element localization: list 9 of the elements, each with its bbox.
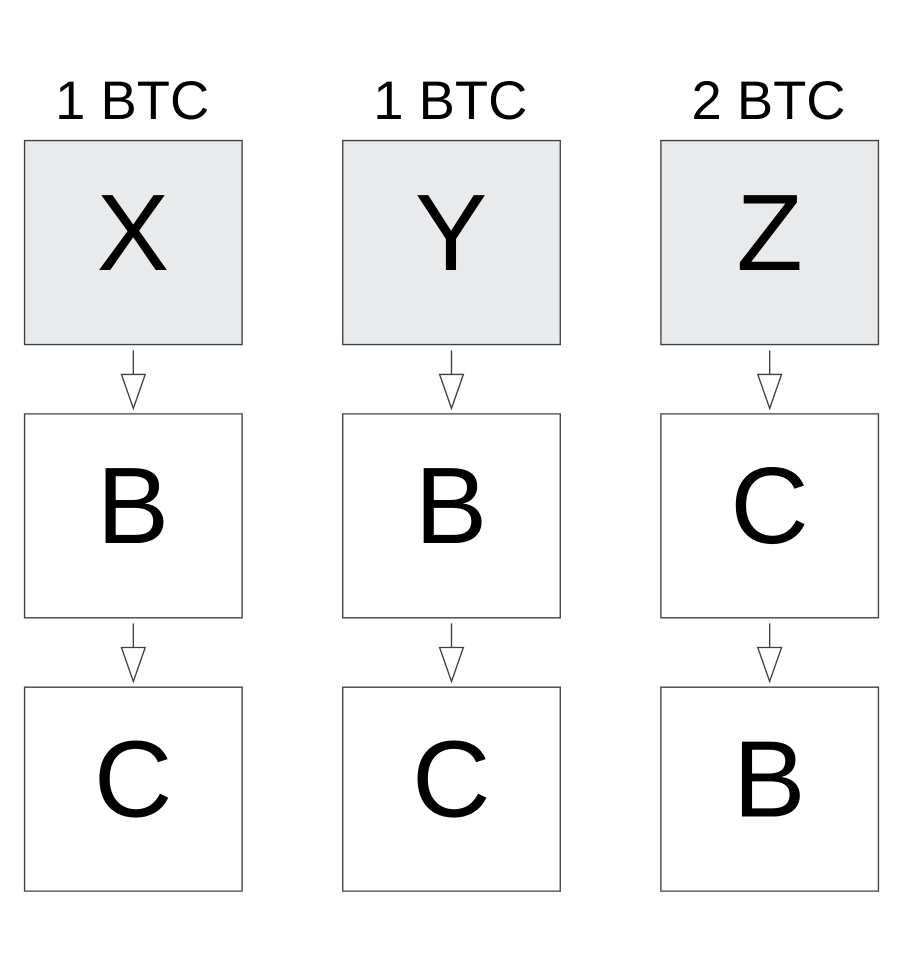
arrow [756,622,783,684]
node-label: 1 BTC [55,69,210,130]
arrow [438,622,464,684]
arrow [120,350,146,410]
arrow [120,622,146,684]
arrow [438,350,464,410]
node-label: 2 BTC [691,69,846,130]
arrow [756,350,783,410]
node-label: 1 BTC [373,69,528,130]
